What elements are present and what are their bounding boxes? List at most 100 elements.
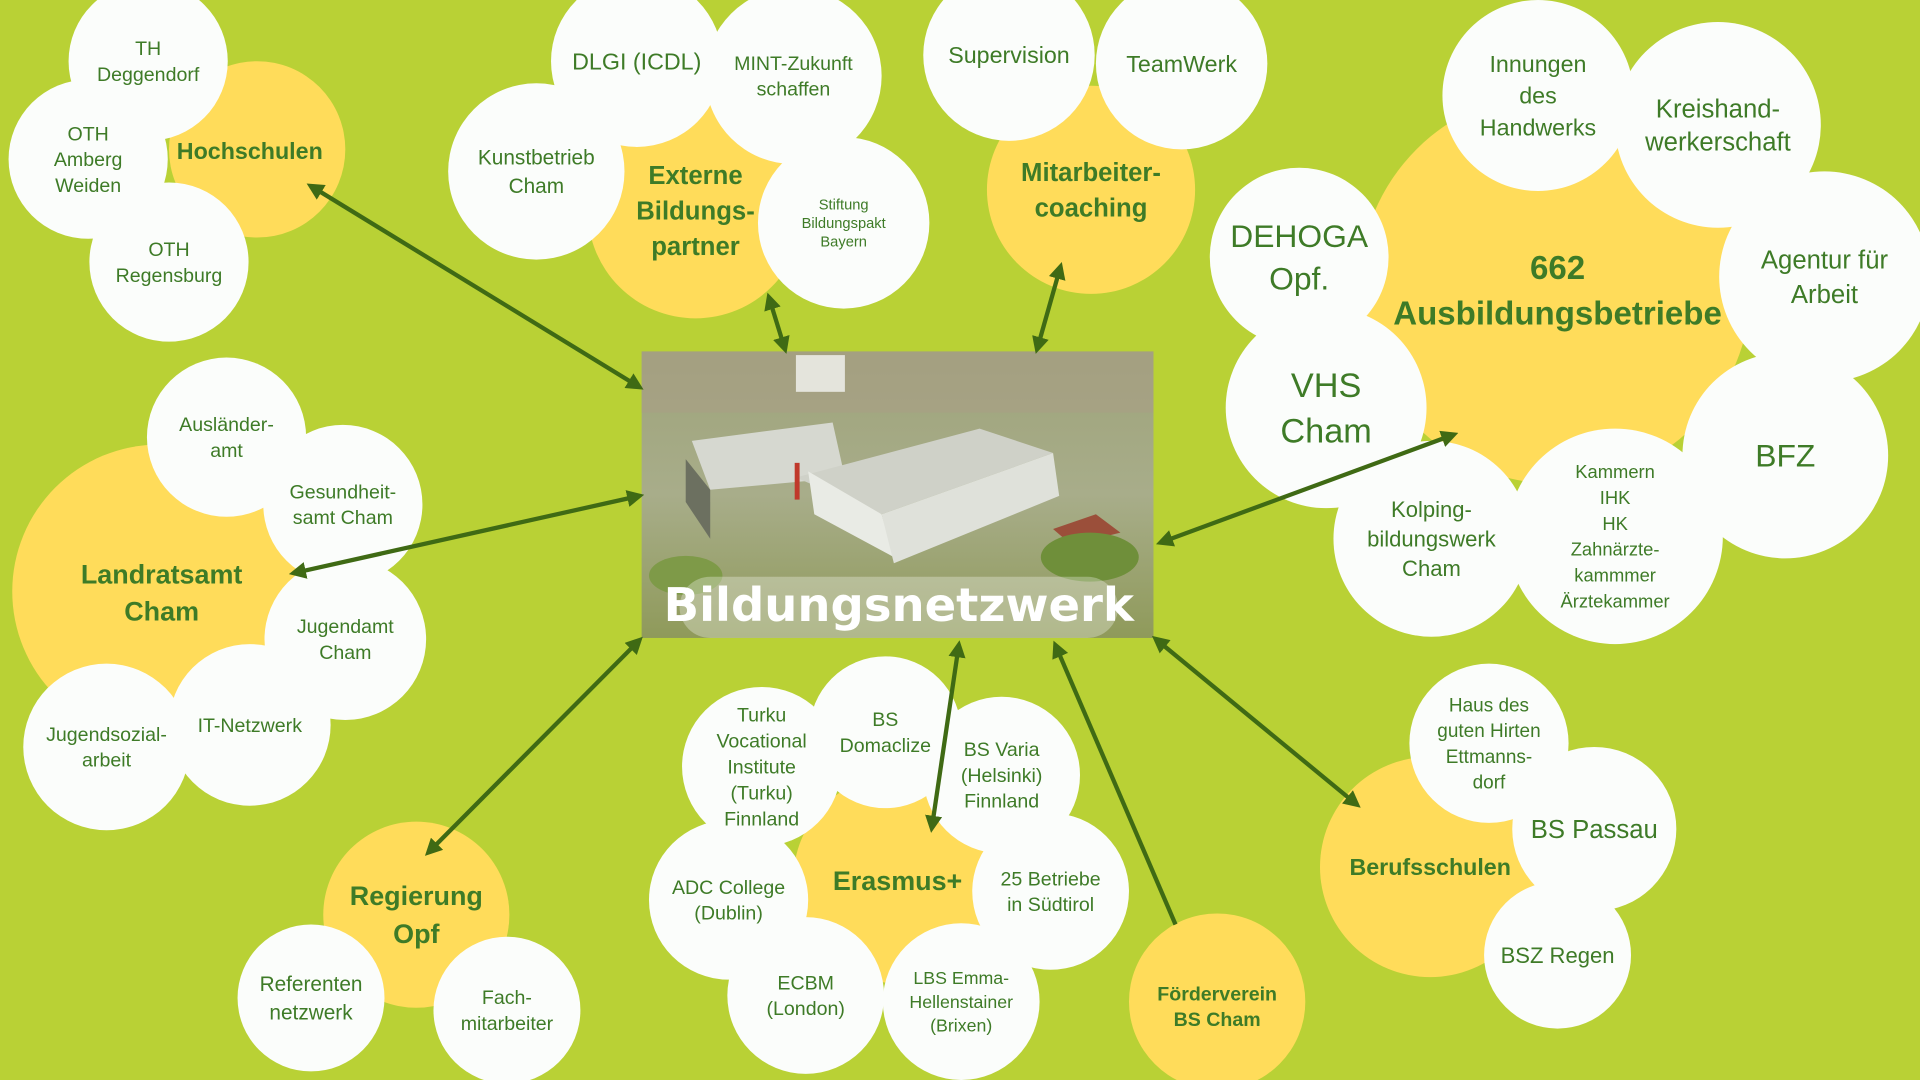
- label-line: Erasmus+: [833, 866, 962, 896]
- partner-label-ecbm: ECBM (London): [767, 973, 845, 1021]
- label-line: Cham: [124, 596, 199, 626]
- label-line: BS Varia: [964, 739, 1040, 761]
- label-line: Amberg: [54, 149, 123, 171]
- hub-circle-foerderverein: [1129, 913, 1306, 1080]
- partner-circle-bs-passau: [1512, 746, 1677, 912]
- partner-label-supervision: Supervision: [948, 42, 1069, 68]
- label-line: Opf.: [1269, 261, 1329, 297]
- partner-label-kreishand: Kreishand-werkerschaft: [1644, 95, 1791, 156]
- partner-label-bfz: BFZ: [1755, 438, 1815, 474]
- label-line: Cham: [509, 175, 564, 198]
- connection-arrow: [925, 640, 966, 833]
- label-line: Haus des: [1449, 695, 1529, 716]
- label-line: Berufsschulen: [1349, 854, 1511, 880]
- label-line: 25 Betriebe: [1001, 868, 1101, 890]
- label-line: Regierung: [350, 881, 483, 911]
- label-line: Bildungspakt: [802, 216, 886, 232]
- label-line: (Helsinki): [961, 765, 1043, 787]
- school-photo: Bildungsnetzwerk: [641, 351, 1154, 638]
- label-line: (London): [767, 998, 845, 1020]
- label-line: guten Hirten: [1437, 721, 1540, 742]
- label-line: Ärztekammer: [1561, 591, 1670, 612]
- label-line: werkerschaft: [1644, 128, 1791, 156]
- connection-arrow: [288, 490, 645, 579]
- label-line: mitarbeiter: [461, 1013, 554, 1035]
- label-line: Deggendorf: [97, 64, 200, 86]
- label-line: Gesundheit-: [290, 481, 397, 503]
- partner-label-adc: ADC College(Dublin): [672, 877, 785, 925]
- label-line: Landratsamt: [81, 560, 243, 590]
- partner-label-dlgi: DLGI (ICDL): [572, 48, 701, 74]
- label-line: in Südtirol: [1007, 894, 1094, 916]
- connection-arrow: [764, 292, 790, 354]
- partner-circle-bfz: [1682, 352, 1889, 559]
- hub-label-hochschulen: Hochschulen: [177, 138, 323, 164]
- hub-label-berufsschulen: Berufsschulen: [1349, 854, 1511, 880]
- label-line: Förderverein: [1157, 984, 1277, 1006]
- label-line: ECBM: [777, 973, 834, 995]
- label-line: Hellenstainer: [909, 992, 1013, 1012]
- label-line: Externe: [648, 162, 742, 190]
- label-line: Finnland: [724, 808, 799, 830]
- label-line: coaching: [1035, 195, 1148, 223]
- connection-arrow: [1151, 635, 1361, 808]
- label-line: Ettmanns-: [1446, 747, 1532, 768]
- label-line: Handwerks: [1480, 114, 1596, 140]
- partner-circle-domaclize: [809, 656, 962, 809]
- label-line: amt: [210, 440, 243, 462]
- connection-arrow: [1032, 261, 1066, 354]
- label-line: Vocational: [716, 730, 806, 752]
- partner-label-it-netzwerk: IT-Netzwerk: [198, 715, 303, 737]
- partner-circle-auslaenderamt: [146, 357, 307, 517]
- partner-label-suedtirol: 25 Betriebe in Südtirol: [1001, 868, 1101, 916]
- label-line: Arbeit: [1791, 281, 1858, 309]
- label-line: Kolping-: [1391, 497, 1472, 522]
- partner-circle-agentur: [1719, 171, 1920, 383]
- hub-label-coaching: Mitarbeiter-coaching: [1021, 159, 1161, 223]
- partner-label-fachmitarbeiter: Fach-mitarbeiter: [461, 987, 554, 1035]
- label-line: Finnland: [964, 791, 1039, 813]
- partner-circle-innungen: [1442, 0, 1634, 192]
- label-line: BFZ: [1755, 438, 1815, 474]
- connection-arrow: [1155, 430, 1459, 547]
- label-line: Turku: [737, 704, 786, 726]
- label-line: Stiftung: [819, 198, 869, 214]
- partner-circle-kunstbetrieb: [448, 83, 625, 260]
- partner-circle-oth-regensburg: [89, 182, 249, 342]
- label-line: IT-Netzwerk: [198, 715, 303, 737]
- label-line: Bildungs-: [636, 198, 755, 226]
- label-line: Cham: [319, 642, 371, 664]
- partner-label-lbs: LBS Emma-Hellenstainer(Brixen): [909, 968, 1013, 1036]
- page-title: Bildungsnetzwerk: [664, 578, 1135, 632]
- label-line: BSZ Regen: [1501, 943, 1615, 968]
- label-line: OTH: [67, 123, 108, 145]
- label-line: Referenten: [260, 973, 363, 996]
- label-line: Regensburg: [116, 265, 223, 287]
- label-line: DLGI (ICDL): [572, 48, 701, 74]
- label-line: bildungswerk: [1367, 526, 1497, 551]
- label-line: kammmer: [1574, 565, 1656, 586]
- label-line: HK: [1602, 513, 1628, 534]
- label-line: 662: [1530, 250, 1585, 287]
- partner-label-varia: BS Varia (Helsinki) Finnland: [961, 739, 1043, 812]
- label-line: ADC College: [672, 877, 785, 899]
- partner-circle-stiftung: [757, 137, 930, 309]
- label-line: MINT-Zukunft: [734, 53, 853, 75]
- label-line: Supervision: [948, 42, 1069, 68]
- label-line: TH: [135, 38, 161, 60]
